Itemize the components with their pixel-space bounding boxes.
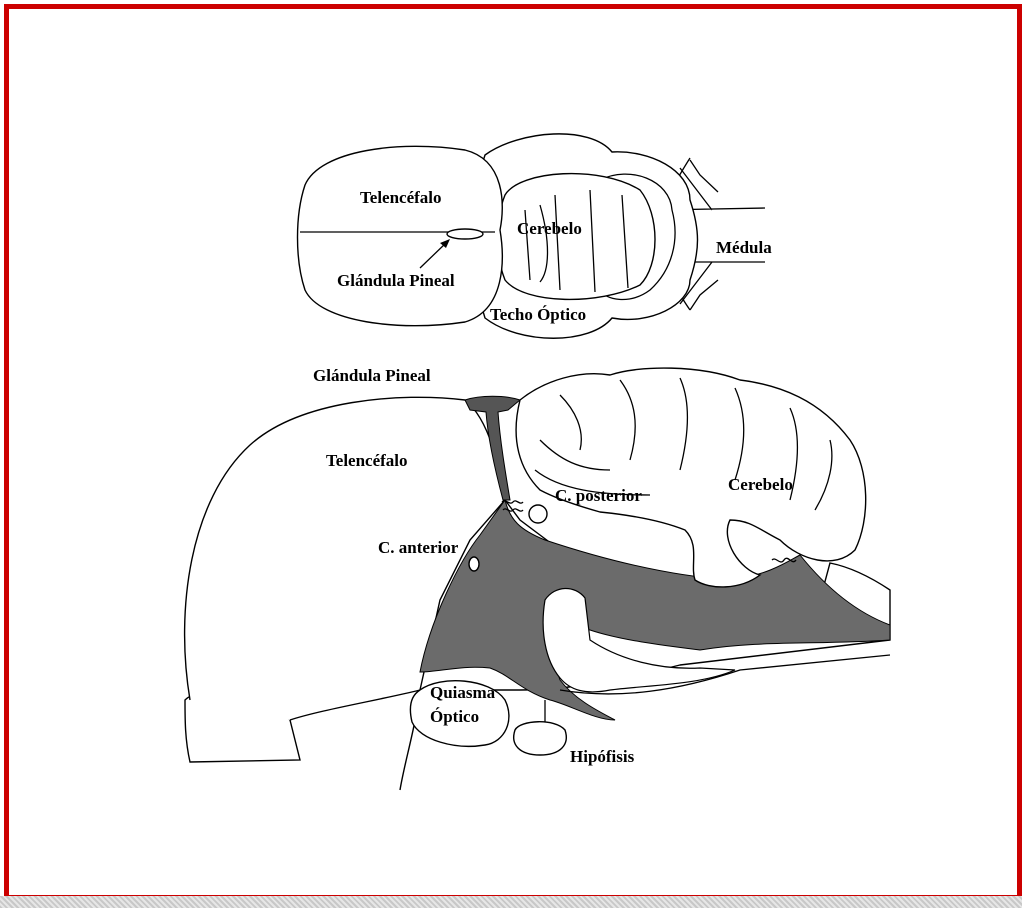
dorsal-label-spinal-cord: Médula bbox=[716, 238, 772, 257]
anterior-commissure bbox=[469, 557, 479, 571]
sagittal-label-telencephalon: Telencéfalo bbox=[326, 451, 408, 470]
sagittal-label-optic-chiasm-1: Quiasma bbox=[430, 683, 496, 702]
sagittal-label-pituitary: Hipófisis bbox=[570, 747, 635, 766]
dorsal-pineal-gland bbox=[447, 229, 483, 239]
sagittal-label-cerebellum: Cerebelo bbox=[728, 475, 793, 494]
sagittal-label-anterior-commissure: C. anterior bbox=[378, 538, 459, 557]
dorsal-view: Telencéfalo Cerebelo Médula Glándula Pin… bbox=[298, 134, 773, 338]
sagittal-view: Glándula Pineal Telencéfalo C. posterior… bbox=[185, 366, 890, 790]
pituitary bbox=[514, 722, 567, 755]
sagittal-label-posterior-commissure: C. posterior bbox=[555, 486, 642, 505]
posterior-commissure bbox=[529, 505, 547, 523]
sagittal-label-optic-chiasm-2: Óptico bbox=[430, 707, 479, 726]
dorsal-label-telencephalon: Telencéfalo bbox=[360, 188, 442, 207]
dorsal-label-cerebellum: Cerebelo bbox=[517, 219, 582, 238]
dorsal-label-pineal-gland: Glándula Pineal bbox=[337, 271, 455, 290]
sagittal-label-pineal-gland: Glándula Pineal bbox=[313, 366, 431, 385]
dorsal-label-optic-tectum: Techo Óptico bbox=[490, 305, 586, 324]
